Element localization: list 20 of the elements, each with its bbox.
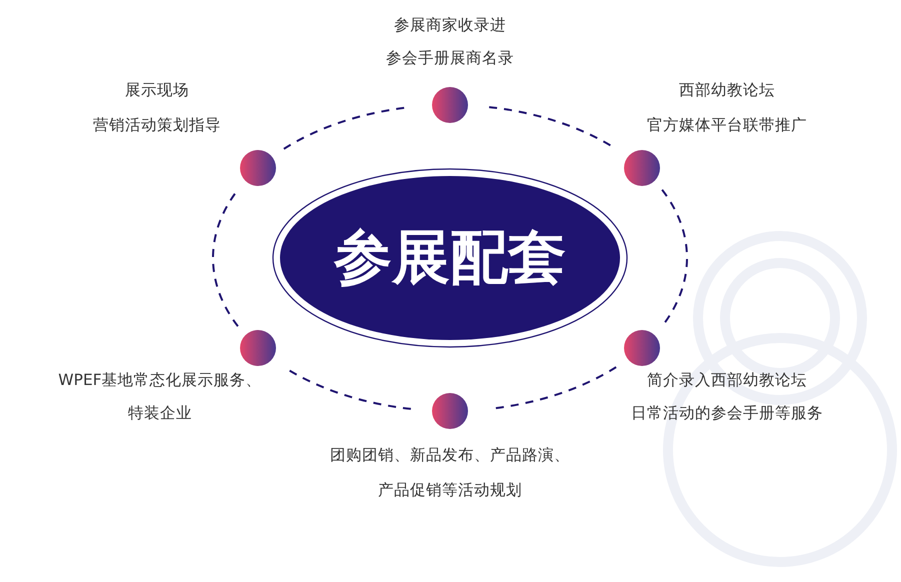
circle-marker	[624, 150, 660, 186]
caption-text: 团购团销、新品发布、产品路演、	[330, 445, 570, 465]
caption-text: 营销活动策划指导	[93, 115, 221, 135]
caption-text: 特装企业	[128, 403, 192, 423]
caption-text: 西部幼教论坛	[679, 80, 775, 100]
circle-marker	[240, 330, 276, 366]
circle-marker	[624, 330, 660, 366]
caption-text: WPEF基地常态化展示服务、	[58, 370, 262, 390]
caption-text: 参展商家收录进	[394, 15, 506, 35]
circle-marker	[240, 150, 276, 186]
circle-marker	[432, 87, 468, 123]
caption-text: 产品促销等活动规划	[378, 480, 522, 500]
caption-text: 展示现场	[125, 80, 189, 100]
caption-text: 官方媒体平台联带推广	[647, 115, 807, 135]
circle-marker	[432, 393, 468, 429]
title-text: 参展配套	[334, 222, 566, 293]
caption-text: 参会手册展商名录	[386, 48, 514, 68]
ellipse-node	[272, 168, 628, 348]
caption-text: 简介录入西部幼教论坛	[647, 370, 807, 390]
caption-text: 日常活动的参会手册等服务	[631, 403, 823, 423]
